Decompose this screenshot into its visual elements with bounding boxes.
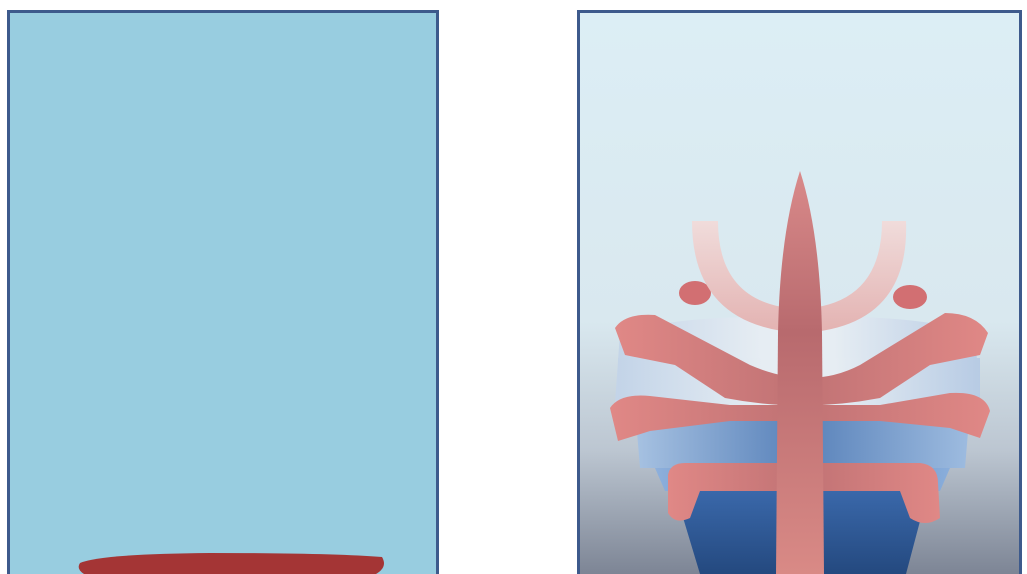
- right-ear: [893, 285, 927, 309]
- left-panel: [7, 10, 439, 574]
- right-panel-illustration: [580, 13, 1019, 574]
- left-background: [10, 13, 436, 574]
- lower-bar: [668, 463, 940, 523]
- left-ear: [679, 281, 711, 305]
- central-spine: [776, 171, 824, 574]
- left-panel-illustration: [10, 13, 436, 574]
- flat-red-shape: [78, 553, 385, 574]
- right-panel: [577, 10, 1022, 574]
- upper-arch: [692, 221, 907, 333]
- upper-arms: [615, 313, 988, 406]
